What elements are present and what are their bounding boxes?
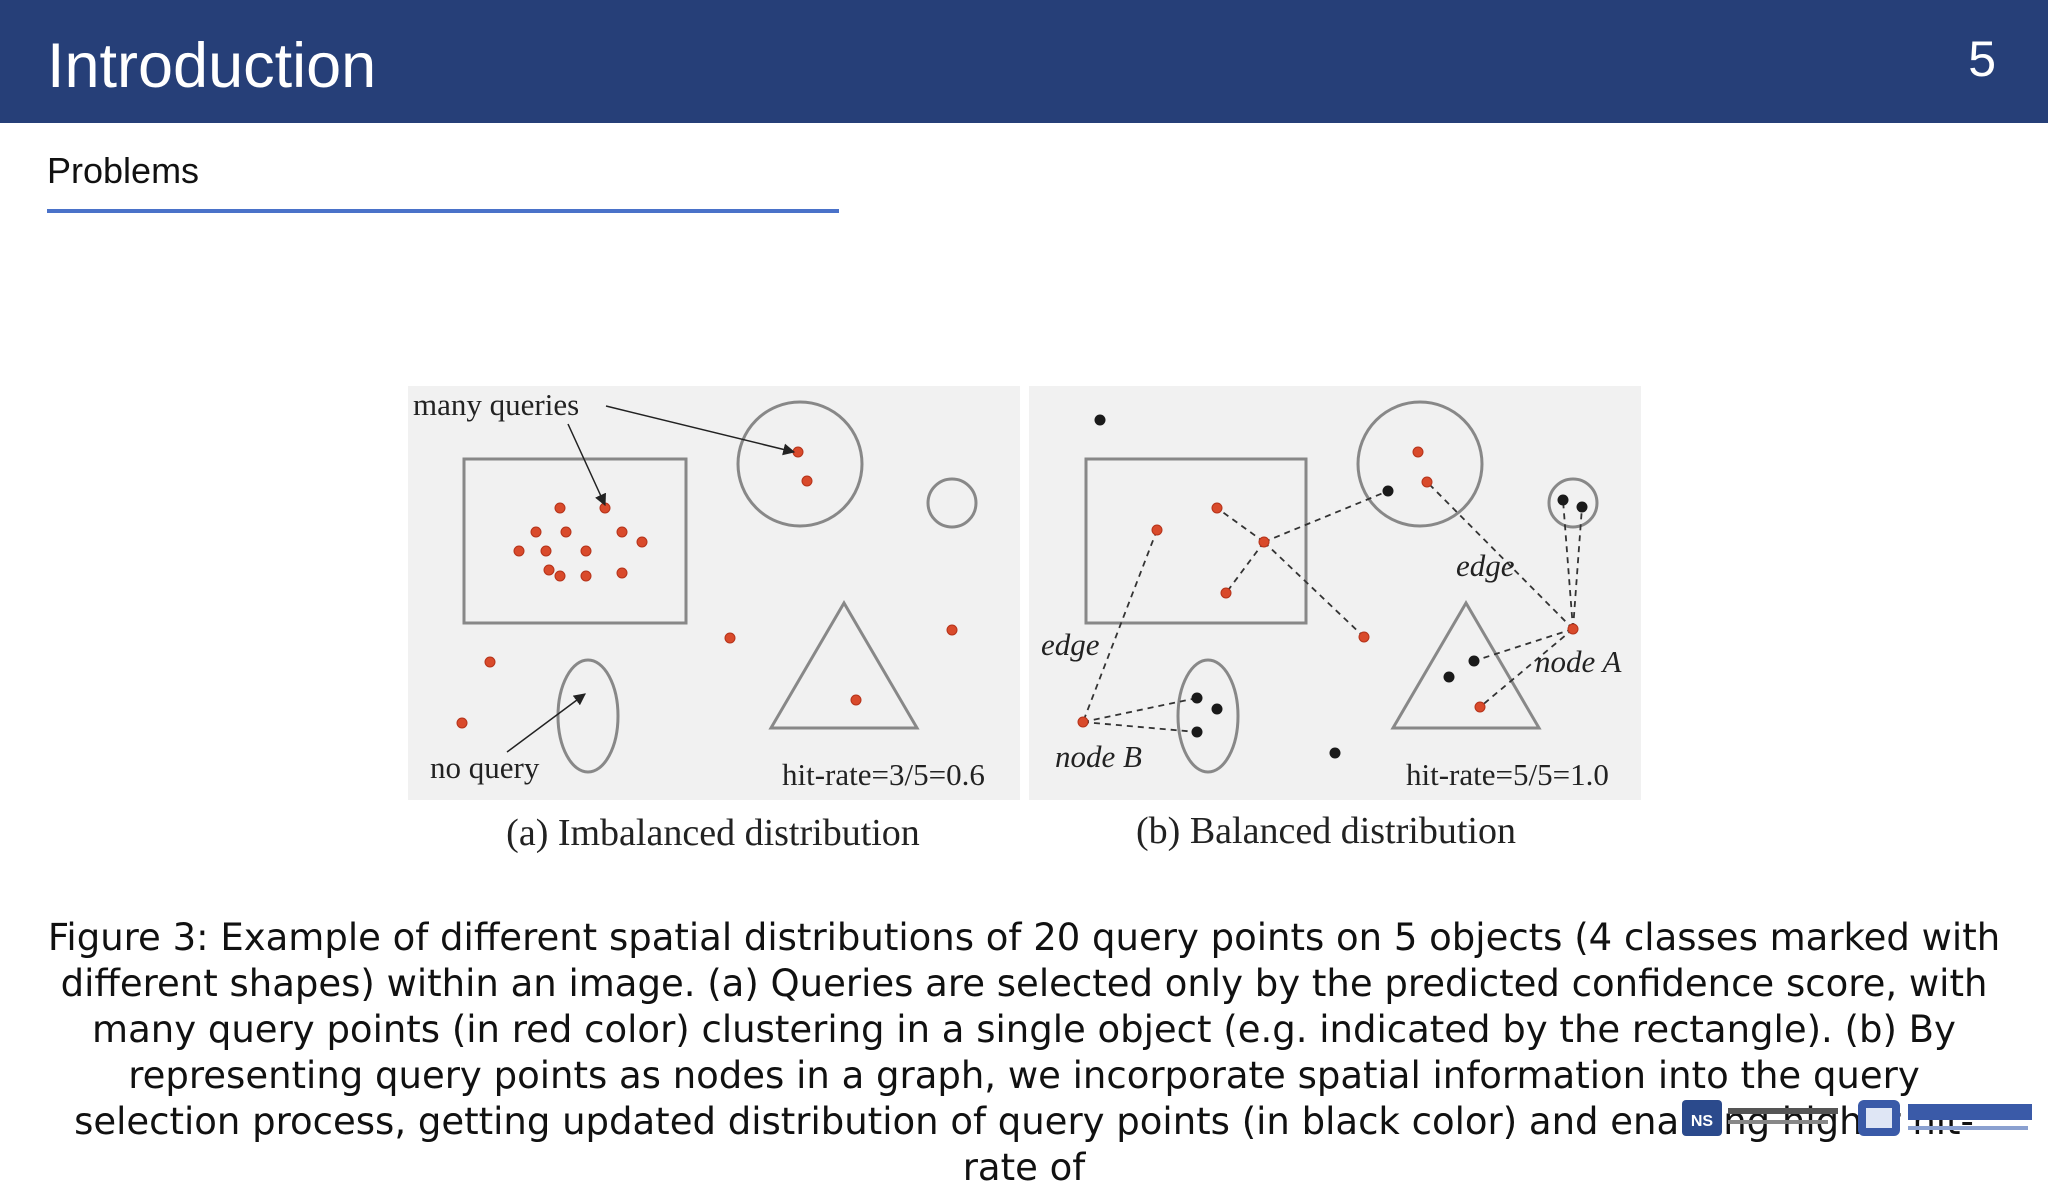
graph-edge <box>1082 529 1158 723</box>
edge-label-left: edge <box>1041 627 1100 662</box>
panel-a-background <box>408 386 1020 800</box>
graph-edge <box>1426 481 1574 630</box>
query-point <box>554 502 566 514</box>
panel-b: edge edge node A node B hit-rate=5/5=1.0… <box>1029 386 1641 852</box>
panel-a: many queries no query hit-rate=3/5=0.6 (… <box>408 386 1020 854</box>
query-point <box>1474 701 1486 713</box>
page-number: 5 <box>1968 31 1996 87</box>
query-point <box>616 567 628 579</box>
query-point-black <box>1211 703 1223 715</box>
query-point <box>724 632 736 644</box>
arrow-to-circle <box>605 405 796 456</box>
black-query-points-b <box>1094 414 1588 759</box>
slide-title: Introduction <box>47 31 377 101</box>
small-circle-object <box>926 477 978 529</box>
query-point <box>543 564 555 576</box>
query-point <box>530 526 542 538</box>
catholic-university-logo <box>1858 1100 2032 1136</box>
query-point <box>456 717 468 729</box>
ellipse-object <box>1176 658 1240 774</box>
query-point <box>1421 476 1433 488</box>
query-point <box>1211 502 1223 514</box>
node-b-point <box>1077 716 1089 728</box>
figure-3-diagram: many queries no query hit-rate=3/5=0.6 (… <box>408 386 1641 854</box>
query-point-black <box>1382 485 1394 497</box>
triangle-object <box>768 600 920 730</box>
query-point-black <box>1576 501 1588 513</box>
arrow-to-rectangle <box>567 423 606 507</box>
query-point <box>801 475 813 487</box>
edge-label-right: edge <box>1456 548 1515 583</box>
no-query-label: no query <box>430 750 540 785</box>
query-point-black <box>1443 671 1455 683</box>
subtitle-underline <box>47 209 839 213</box>
many-queries-label: many queries <box>413 387 579 422</box>
query-point-black <box>1094 414 1106 426</box>
graph-edge <box>1082 721 1198 733</box>
node-a-point <box>1567 623 1579 635</box>
graph-edges <box>1082 481 1583 733</box>
query-point-black <box>1191 726 1203 738</box>
rectangle-object <box>462 457 688 625</box>
query-point <box>636 536 648 548</box>
query-point <box>513 545 525 557</box>
query-point <box>560 526 572 538</box>
graph-edge <box>1263 490 1389 543</box>
panel-b-background <box>1029 386 1641 800</box>
triangle-object <box>1390 600 1542 730</box>
query-point-black <box>1191 692 1203 704</box>
graph-edge <box>1263 541 1365 638</box>
panel-b-caption: (b) Balanced distribution <box>1136 810 1516 852</box>
query-point <box>1258 536 1270 548</box>
query-point <box>616 526 628 538</box>
query-point <box>1412 446 1424 458</box>
hit-rate-a-label: hit-rate=3/5=0.6 <box>782 757 985 792</box>
query-point <box>792 446 804 458</box>
slide-header: Introduction 5 <box>0 0 2048 123</box>
node-a-label: node A <box>1535 644 1622 679</box>
small-circle-object <box>1547 477 1599 529</box>
query-point <box>1151 524 1163 536</box>
query-point <box>580 545 592 557</box>
svg-text:NS: NS <box>1691 1113 1714 1130</box>
query-point-black <box>1557 494 1569 506</box>
graph-edge <box>1572 506 1583 630</box>
large-circle-object <box>1356 400 1484 528</box>
query-point <box>1220 587 1232 599</box>
query-point <box>850 694 862 706</box>
figure-caption: Figure 3: Example of different spatial d… <box>47 916 2001 1189</box>
graph-edge <box>1216 507 1265 543</box>
red-query-points-a <box>456 446 958 729</box>
node-b-label: node B <box>1055 739 1142 774</box>
large-circle-object <box>736 400 864 528</box>
query-point <box>554 570 566 582</box>
rectangle-object <box>1084 457 1308 625</box>
query-point <box>540 545 552 557</box>
ellipse-object <box>556 658 620 774</box>
query-point <box>580 570 592 582</box>
arrow-to-ellipse <box>506 693 586 753</box>
panel-a-caption: (a) Imbalanced distribution <box>506 812 920 854</box>
query-point-black <box>1468 655 1480 667</box>
section-subtitle: Problems <box>47 150 200 191</box>
graph-edge <box>1082 697 1198 723</box>
institution-logos: NS <box>1682 1100 2032 1136</box>
red-query-points-b <box>1077 446 1579 728</box>
graph-edge <box>1479 628 1574 708</box>
query-point <box>1358 631 1370 643</box>
query-point-black <box>1329 747 1341 759</box>
hit-rate-b-label: hit-rate=5/5=1.0 <box>1406 757 1609 792</box>
network-science-lab-logo: NS <box>1682 1100 1838 1136</box>
query-point <box>946 624 958 636</box>
query-point <box>484 656 496 668</box>
